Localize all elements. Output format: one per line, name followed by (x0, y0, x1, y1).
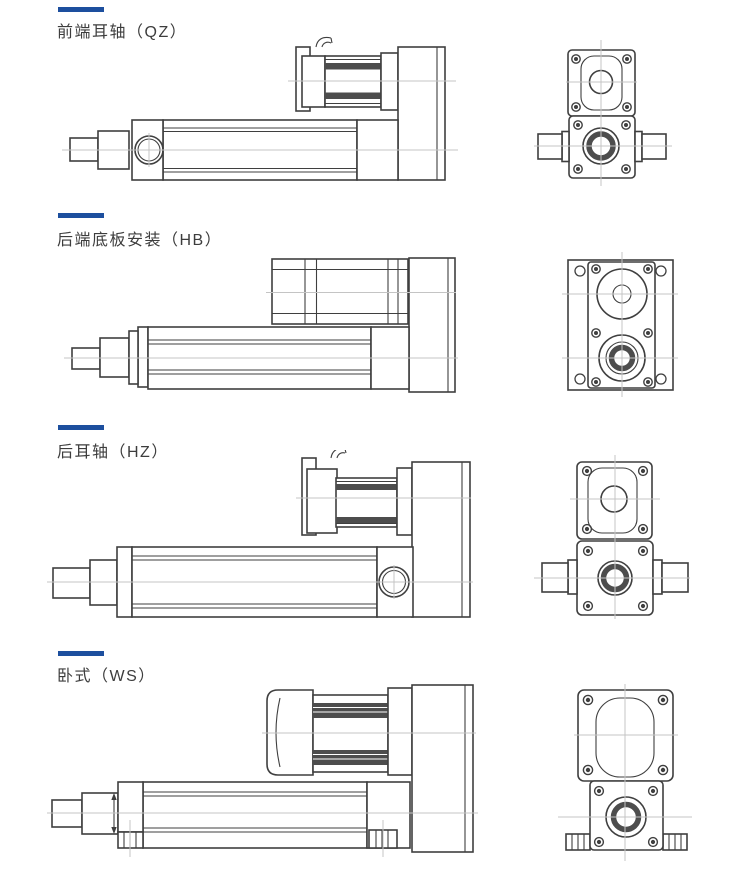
mounting-screws (593, 785, 659, 848)
qz-side-view-drawing (62, 36, 458, 181)
mounting-screws (582, 545, 649, 612)
qz-end-cylinder-cap (537, 115, 667, 179)
hz-end-view-drawing (534, 455, 690, 619)
mounting-screws (581, 465, 649, 535)
accent-bar-hb (58, 213, 104, 218)
hb-motor-assembly (271, 257, 456, 393)
section-label-hb: 后端底板安装（HB） (57, 232, 223, 249)
hb-end-view-drawing (562, 252, 678, 397)
accent-bar-hz (58, 425, 104, 430)
hz-motor-assembly (301, 450, 471, 618)
hz-side-view-drawing (47, 450, 473, 618)
section-label-qz: 前端耳轴（QZ） (57, 24, 188, 41)
qz-centerlines (62, 80, 458, 167)
qz-end-view-drawing (534, 40, 672, 186)
ws-centerlines (47, 732, 478, 857)
hb-side-view-drawing (64, 257, 458, 393)
hz-end-centerlines (534, 455, 690, 619)
hb-end-centerlines (562, 252, 678, 397)
section-label-ws: 卧式（WS） (57, 668, 156, 685)
qz-end-centerlines (534, 40, 672, 186)
accent-bar-ws (58, 651, 104, 656)
mounting-screws (573, 120, 631, 174)
ws-end-centerlines (558, 684, 692, 861)
mounting-screws (571, 54, 632, 112)
ws-cylinder-body (51, 781, 411, 849)
mounting-screws (582, 694, 669, 776)
accent-bar-qz (58, 7, 104, 12)
piston-rod-tip (52, 567, 91, 599)
ws-side-view-drawing (47, 684, 478, 857)
hb-centerlines (64, 292, 458, 359)
mounting-screws (591, 264, 653, 387)
ws-end-cylinder-cap (565, 780, 688, 851)
section-label-hz: 后耳轴（HZ） (57, 444, 169, 461)
ws-end-view-drawing (558, 684, 692, 861)
hz-centerlines (47, 497, 473, 599)
